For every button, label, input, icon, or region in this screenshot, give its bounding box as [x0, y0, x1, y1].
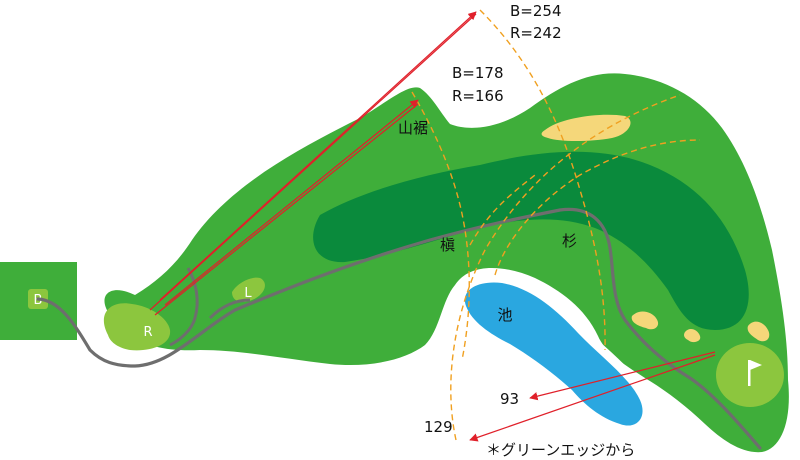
foot-hill-label: 山裾 [398, 119, 428, 137]
shot-line-green-129 [469, 354, 716, 442]
flag-icon [750, 360, 762, 370]
distance-label-green-far: 129 [424, 418, 453, 436]
fairway-area [313, 151, 749, 330]
distance-label-back-mid: B=178 [452, 64, 504, 82]
tree-sugi-label: 杉 [562, 232, 577, 250]
pond [464, 282, 643, 426]
greenside-bunker-right [747, 321, 770, 342]
distance-label-back-far: B=254 [510, 2, 562, 20]
shot-line-regular-far [149, 13, 477, 311]
ladies-tee-area [232, 277, 265, 302]
regular-tee-label: R [143, 325, 152, 340]
shot-line-green-93 [529, 351, 716, 401]
tree-maki-label: 槇 [440, 236, 455, 254]
distance-arc-green-129 [450, 94, 681, 441]
shot-line-regular-mid [154, 103, 419, 316]
shot-line-back-mid [164, 99, 419, 306]
flag-pin [748, 360, 751, 386]
distance-label-regular-far: R=242 [510, 24, 562, 42]
regular-tee-area [103, 303, 171, 351]
distance-arc-254-242 [479, 9, 606, 351]
distance-arc-green-93 [494, 139, 701, 276]
greenside-bunker-left [631, 311, 659, 330]
cart-path [36, 207, 762, 450]
distance-label-regular-mid: R=166 [452, 87, 504, 105]
fairway-bunker [541, 114, 631, 141]
green-edge-note: ＊グリーンエッジから [486, 441, 635, 459]
pond-label: 池 [497, 306, 512, 324]
distance-arc-mid [469, 174, 536, 246]
distance-label-green-near: 93 [500, 390, 519, 408]
greenside-bunker-center [684, 329, 701, 343]
shot-line-back-far [159, 11, 477, 301]
cart-path-branch-2 [208, 298, 251, 320]
ladies-tee-label: L [244, 286, 252, 301]
